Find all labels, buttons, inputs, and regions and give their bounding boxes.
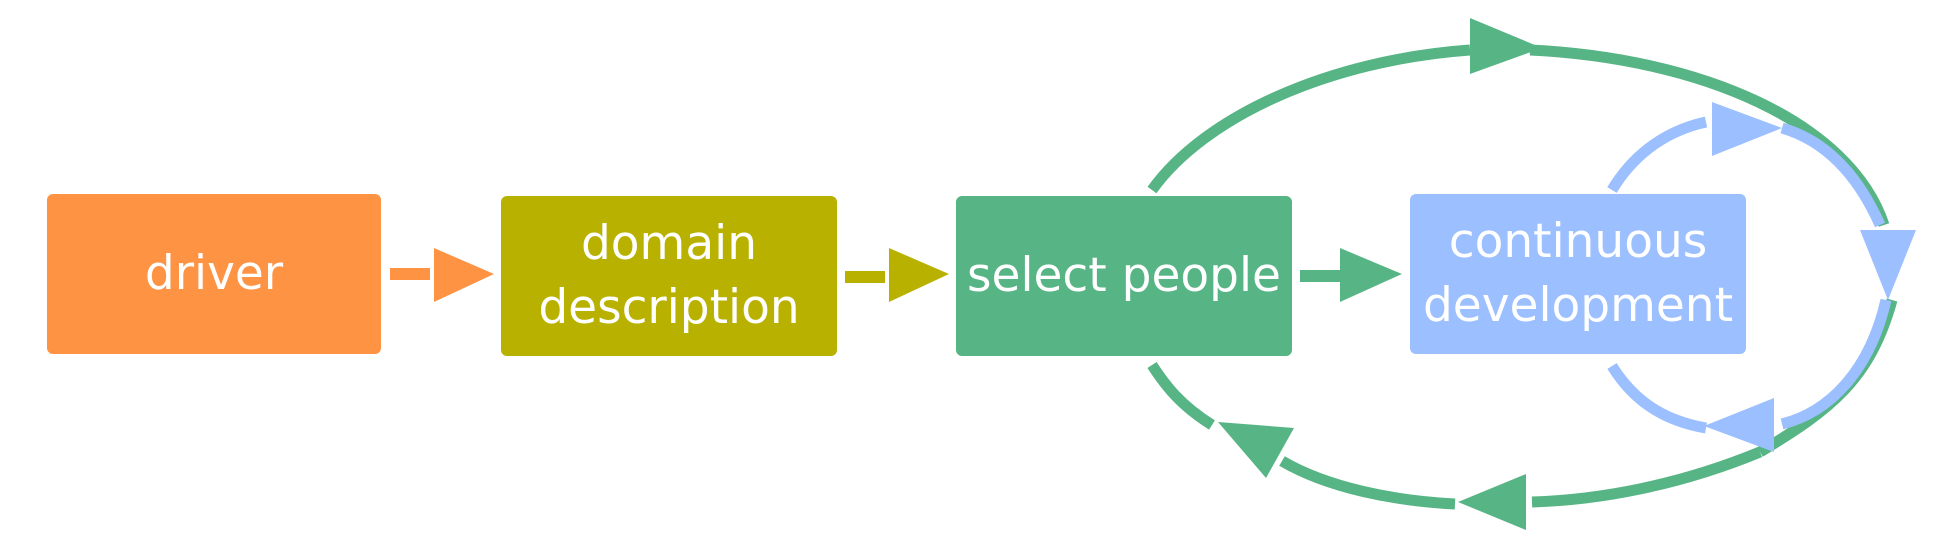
edge-driver-to-domain [390, 248, 494, 302]
edge-select-to-continuous-arrowhead [1340, 248, 1402, 302]
outer-loop-arc-bottom-right [1757, 298, 1898, 457]
outer-loop-arc-left [1147, 362, 1215, 430]
edge-domain-to-select-arrowhead [889, 248, 949, 302]
outer-loop-arc-bottom [1531, 446, 1763, 508]
continuous-development-box [1410, 194, 1746, 354]
outer-loop-arrowhead-top [1470, 18, 1542, 74]
inner-loop-arc-top-left [1607, 116, 1708, 193]
inner-loop-arc-bottom-right [1780, 298, 1892, 430]
inner-loop-arc-bottom-left [1607, 363, 1707, 434]
outer-loop-arrowhead-bottom-left [1218, 422, 1294, 478]
outer-loop-arc-top [1147, 44, 1471, 194]
select-people-box [956, 196, 1292, 356]
edge-select-to-continuous-line [1300, 270, 1340, 282]
inner-loop-arc-top-right [1780, 122, 1886, 228]
outer-loop-arrowhead-bottom [1458, 474, 1526, 530]
edge-driver-to-domain-line [390, 268, 430, 280]
edge-driver-to-domain-arrowhead [434, 248, 494, 302]
edge-domain-to-select-line [845, 271, 885, 283]
outer-loop-arc-bottom-left [1279, 456, 1456, 510]
inner-loop-arrowhead-right [1860, 230, 1916, 300]
edge-domain-to-select [845, 248, 949, 302]
driver-box [47, 194, 381, 354]
edge-select-to-continuous [1300, 248, 1402, 302]
domain-description-box [501, 196, 837, 356]
inner-loop-arrowhead-bottom [1704, 398, 1774, 452]
inner-loop-arrowhead-top [1712, 102, 1782, 156]
inner-loop [1607, 102, 1916, 452]
